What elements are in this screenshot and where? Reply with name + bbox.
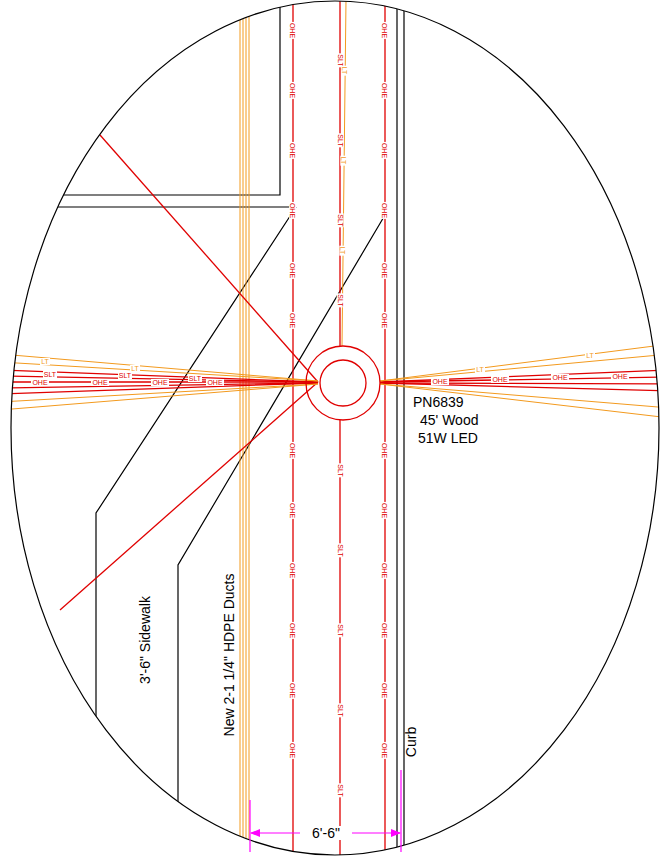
wire-tag: OHE	[289, 21, 296, 38]
wire-tag: SLT	[336, 703, 343, 717]
wire-tag: OHE	[381, 681, 388, 698]
wire-tag: SLT	[336, 543, 343, 557]
wire-tag: SLT	[336, 783, 343, 797]
wire-tag: OHE	[381, 501, 388, 518]
wire-tag: SLT	[336, 133, 343, 147]
duct-label: New 2-1 1/4" HDPE Ducts	[222, 574, 236, 737]
dimension-text: 6'-6"	[309, 826, 343, 840]
wire-tag: OHE	[381, 81, 388, 98]
wire-tag: OHE	[381, 561, 388, 578]
wire-tag: OHE	[381, 21, 388, 38]
wire-tag: OHE	[91, 379, 108, 386]
wire-tag: OHE	[381, 261, 388, 278]
pole-fixture: 51W LED	[418, 431, 478, 445]
wire-tag: OHE	[551, 374, 568, 381]
wire-tag: SLT	[336, 213, 343, 227]
wire-tag: LT	[40, 358, 50, 365]
dimension-line	[250, 770, 401, 852]
wire-tag: OHE	[289, 681, 296, 698]
wire-tag: SLT	[43, 371, 57, 378]
wire-tag: OHE	[289, 621, 296, 638]
wire-tag: OHE	[289, 81, 296, 98]
hdpe-ducts	[240, 0, 249, 857]
wire-tag: OHE	[381, 141, 388, 158]
pole-height: 45' Wood	[420, 413, 478, 427]
wire-tag: OHE	[289, 261, 296, 278]
wire-tag: SLT	[336, 623, 343, 637]
wire-tag: OHE	[381, 311, 388, 328]
wire-tag: LT	[130, 365, 140, 372]
wire-tag: OHE	[31, 379, 48, 386]
wire-tag: SLT	[336, 293, 343, 307]
wire-tag: SLT	[118, 372, 132, 379]
wire-tag: OHE	[289, 141, 296, 158]
wire-tag: OHE	[289, 201, 296, 218]
pole-number: PN6839	[413, 395, 464, 409]
wire-tag: LT	[585, 352, 595, 359]
wire-tag: LT	[341, 155, 348, 165]
wire-tag: OHE	[289, 441, 296, 458]
wire-tag: OHE	[431, 378, 448, 385]
wire-tag: OHE	[151, 379, 168, 386]
wire-tag: OHE	[289, 741, 296, 758]
pole-symbol	[306, 346, 380, 420]
wire-tag: OHE	[206, 379, 223, 386]
sidewalk-label: 3'-6" Sidewalk	[138, 596, 152, 684]
wire-tag: OHE	[381, 621, 388, 638]
wire-tag: OHE	[289, 501, 296, 518]
wire-tag: LT	[342, 65, 349, 75]
wire-tag: SLT	[188, 375, 202, 382]
wire-tag: OHE	[381, 741, 388, 758]
wire-tag: OHE	[289, 311, 296, 328]
detail-ellipse	[11, 1, 659, 855]
wire-tag: OHE	[381, 441, 388, 458]
wire-tag: LT	[475, 366, 485, 373]
wire-tag: OHE	[381, 201, 388, 218]
wire-tag: OHE	[611, 373, 628, 380]
wire-tag: SLT	[336, 463, 343, 477]
light-wires	[0, 0, 670, 418]
curb-label: Curb	[404, 727, 418, 757]
wire-tag: OHE	[289, 561, 296, 578]
wire-tag: OHE	[491, 376, 508, 383]
wire-tag: LT	[340, 245, 347, 255]
property-lines	[40, 0, 404, 857]
